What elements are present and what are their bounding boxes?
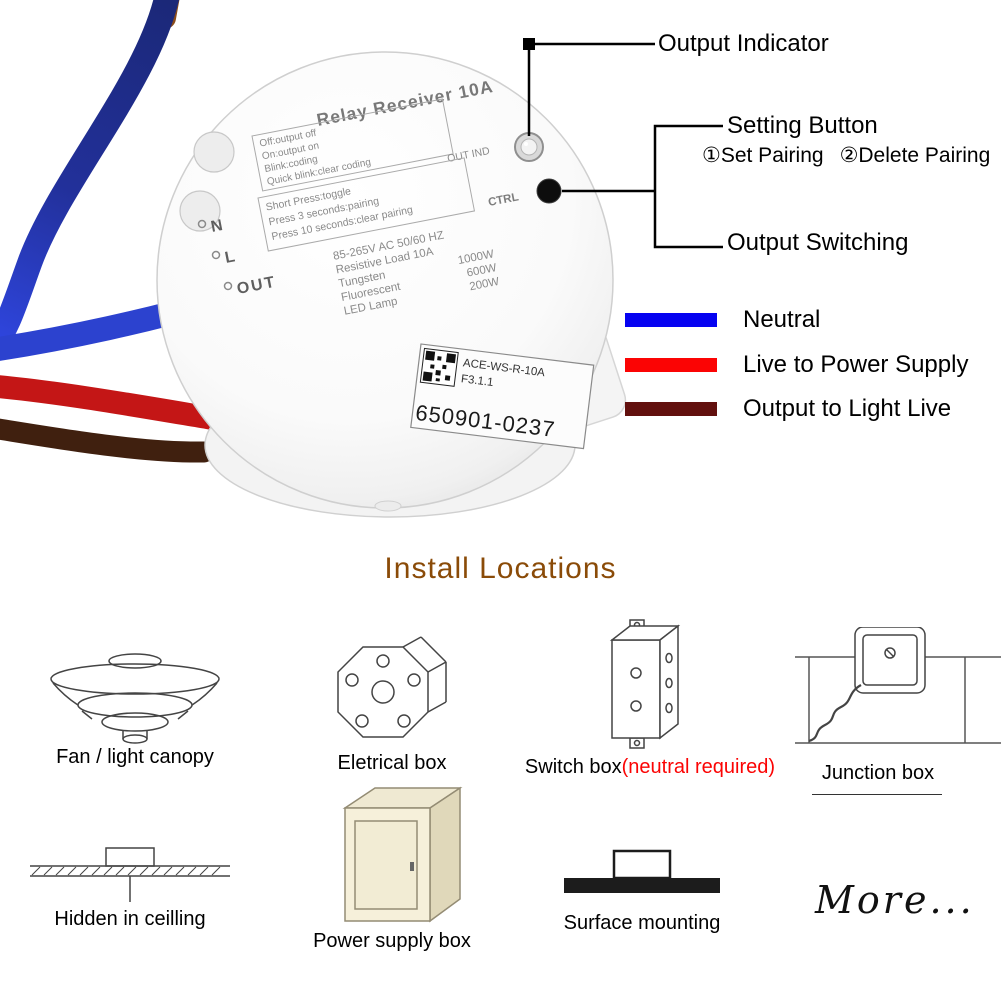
fan-canopy-icon xyxy=(50,653,220,744)
terminal-l-hole xyxy=(211,250,221,260)
neutral-label: Neutral xyxy=(743,306,821,333)
ctrl-push-button xyxy=(536,178,562,204)
output-label: Output to Light Live xyxy=(743,395,952,422)
set-pairing-note: ①Set Pairing xyxy=(702,144,824,167)
terminal-out-hole xyxy=(223,281,233,291)
sticker-version: F3.1.1 xyxy=(460,373,494,389)
fan-canopy-caption: Fan / light canopy xyxy=(56,746,214,768)
delete-pairing-note: ②Delete Pairing xyxy=(839,144,991,167)
device-sticker: ACE-WS-R-10A F3.1.1 650901-0237 xyxy=(410,343,595,450)
switch-box-caption: Switch box(neutral required) xyxy=(515,756,785,779)
junction-box-icon xyxy=(795,627,1001,744)
live-swatch xyxy=(625,358,717,372)
qr-code xyxy=(419,347,459,387)
electrical-box-caption: Eletrical box xyxy=(337,752,447,774)
hidden-ceiling-icon xyxy=(30,847,230,902)
legend-row-live: Live to Power Supply xyxy=(625,351,968,379)
terminal-n-label: N xyxy=(210,217,225,236)
terminal-l-label: L xyxy=(224,248,237,267)
more-text: More... xyxy=(815,878,975,922)
setting-button-label: Setting Button xyxy=(727,112,878,139)
relay-device-illustration: Relay Receiver 10A Off:output off On:out… xyxy=(0,0,723,518)
electrical-box-icon xyxy=(337,636,447,738)
terminal-n-hole xyxy=(197,219,207,229)
switch-box-icon xyxy=(609,619,681,749)
surface-mounting-caption: Surface mounting xyxy=(563,912,721,934)
neutral-wire-blue xyxy=(0,0,179,358)
output-wire-brown xyxy=(0,418,215,463)
legend-row-neutral: Neutral xyxy=(625,306,820,334)
pairing-notes: ①Set Pairing ②Delete Pairing xyxy=(702,143,990,168)
device-bottom-notch xyxy=(374,500,402,512)
junction-box-caption: Junction box xyxy=(821,762,935,784)
install-locations-heading: Install Locations xyxy=(384,552,617,585)
output-switching-label: Output Switching xyxy=(727,229,909,256)
rim-notch-top xyxy=(193,131,235,173)
junction-box-underline xyxy=(812,794,942,795)
legend-row-output: Output to Light Live xyxy=(625,395,951,423)
live-wire-red xyxy=(0,375,222,430)
ctrl-label: CTRL xyxy=(487,191,519,209)
output-indicator-led xyxy=(514,132,544,162)
rim-notch-bottom xyxy=(179,190,221,232)
output-indicator-label: Output Indicator xyxy=(658,30,829,57)
indicator-box-outline xyxy=(251,98,454,192)
live-label: Live to Power Supply xyxy=(743,351,969,378)
button-box-outline xyxy=(257,157,476,252)
leader-node-square xyxy=(523,38,535,50)
spec-line-5-value: 200W xyxy=(468,276,500,294)
power-supply-box-caption: Power supply box xyxy=(313,930,471,952)
output-swatch xyxy=(625,402,717,416)
hidden-ceiling-caption: Hidden in ceilling xyxy=(54,908,206,930)
surface-mounting-icon xyxy=(564,849,720,893)
switch-box-caption-text: Switch box xyxy=(524,756,622,778)
spec-line-4-value: 600W xyxy=(466,262,498,280)
setting-switch-bracket xyxy=(562,124,723,249)
power-supply-box-icon xyxy=(342,786,463,923)
switch-box-neutral-note: (neutral required) xyxy=(621,756,776,778)
neutral-swatch xyxy=(625,313,717,327)
